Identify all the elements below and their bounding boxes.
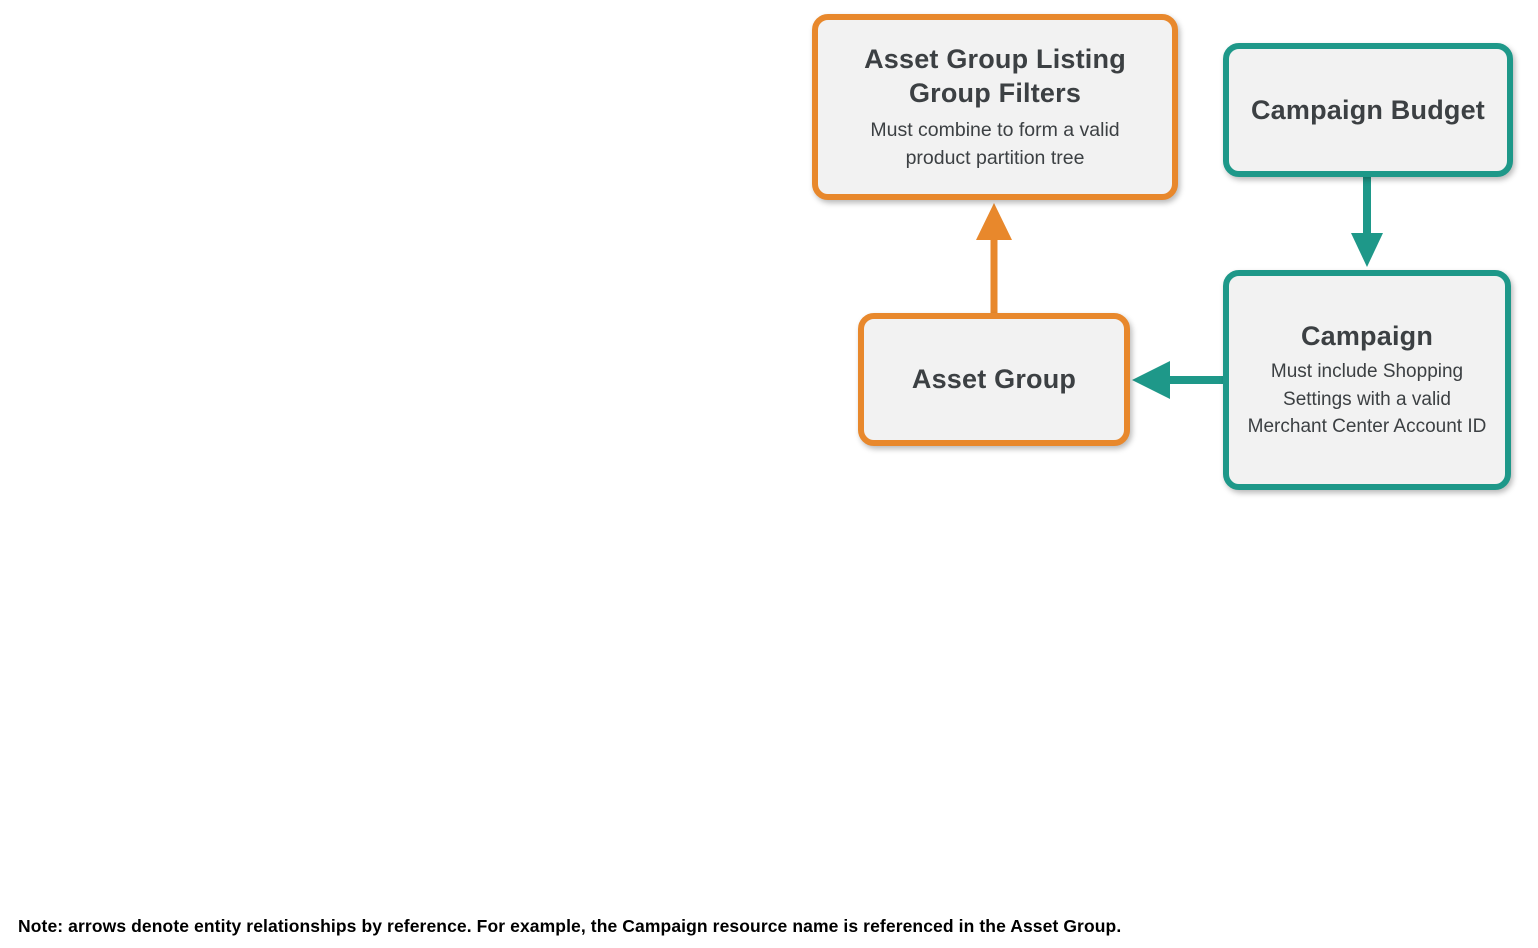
- node-title: Campaign Budget: [1250, 94, 1485, 125]
- node-subtitle: Must include Shopping Settings with a va…: [1247, 360, 1487, 438]
- arrow-campaign-budget-to-campaign: [1351, 177, 1383, 267]
- node-campaign: Campaign Must include Shopping Settings …: [1223, 270, 1511, 490]
- arrow-asset-group-to-filters: [976, 203, 1012, 313]
- node-title: Campaign: [1300, 321, 1434, 352]
- node-title: Asset Group Listing Group Filters: [864, 43, 1126, 109]
- node-campaign-budget: Campaign Budget: [1223, 43, 1513, 177]
- node-title: Asset Group: [911, 364, 1077, 395]
- arrow-campaign-to-asset-group: [1132, 361, 1223, 399]
- footnote: Note: arrows denote entity relationships…: [18, 916, 1122, 936]
- node-subtitle: Must combine to form a valid product par…: [870, 118, 1120, 169]
- node-asset-group-listing-group-filters: Asset Group Listing Group Filters Must c…: [812, 14, 1178, 200]
- node-asset-group: Asset Group: [858, 313, 1130, 446]
